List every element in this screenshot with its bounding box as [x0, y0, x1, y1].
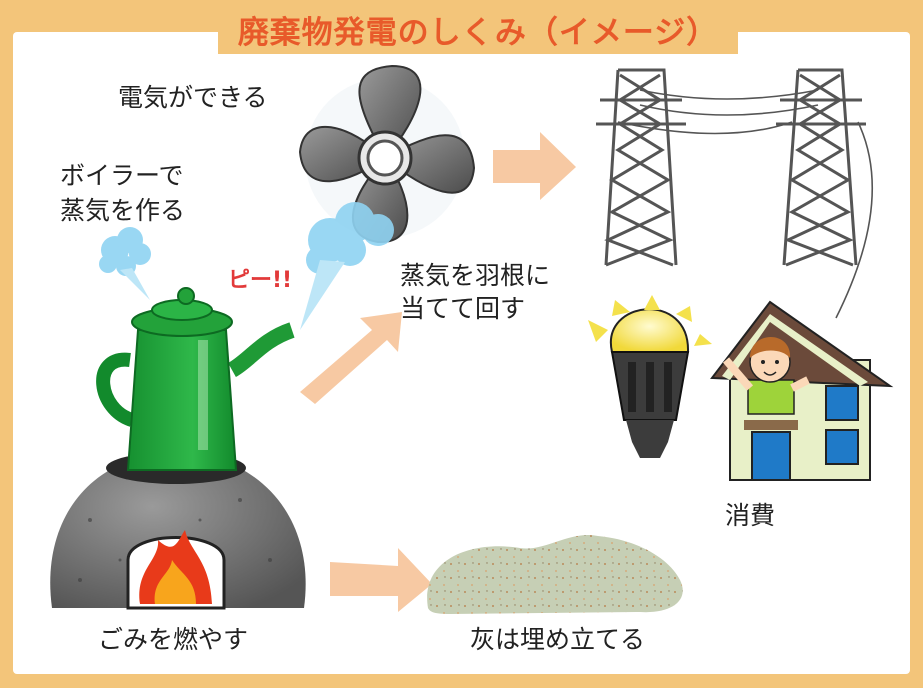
arrow-icon — [300, 132, 576, 612]
label-turbine-line1: 蒸気を羽根に — [400, 261, 551, 290]
light-bulb-icon — [588, 295, 712, 458]
label-burn: ごみを燃やす — [98, 625, 249, 654]
title-banner: 廃棄物発電のしくみ（イメージ） — [218, 4, 738, 54]
label-landfill: 灰は埋め立てる — [470, 625, 646, 654]
child-icon — [722, 337, 810, 415]
label-steam-sound: ピー!! — [228, 268, 293, 293]
label-consumption: 消費 — [725, 501, 776, 530]
power-tower-icon — [776, 68, 866, 267]
diagram-title: 廃棄物発電のしくみ（イメージ） — [237, 14, 719, 51]
fan-icon — [298, 64, 476, 244]
kettle-icon — [96, 287, 295, 471]
label-electricity: 電気ができる — [118, 83, 268, 112]
power-tower-icon — [596, 68, 686, 267]
house-icon — [710, 300, 894, 481]
label-boiler-line2: 蒸気を作る — [60, 196, 186, 225]
steam-icon — [99, 202, 394, 330]
label-boiler-line1: ボイラーで — [60, 161, 184, 190]
ash-pile-icon — [427, 534, 683, 614]
label-turbine-line2: 当てて回す — [400, 294, 526, 323]
